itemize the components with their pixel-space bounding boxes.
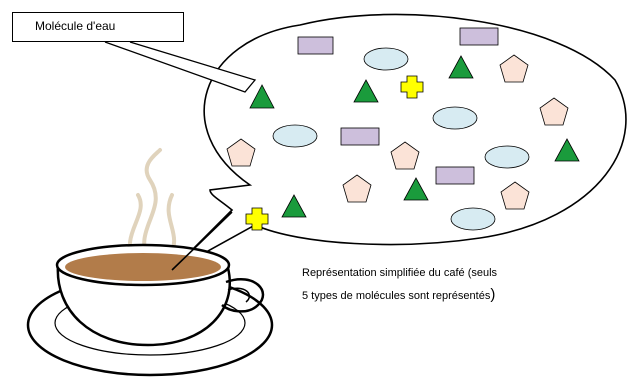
triangle-molecule [249,84,275,109]
rectangle-molecule [459,27,499,46]
rectangle-molecule [297,36,334,55]
water-molecules [249,55,580,218]
ellipse-molecules [272,47,530,231]
water-molecule-label: Molécule d'eau [12,12,184,42]
triangle-molecule [353,79,379,103]
cross-molecules [245,75,424,231]
ellipse-molecule [484,145,530,169]
caption-line-2-text: 5 types de molécules sont représentés [302,290,491,302]
caption-line-1: Représentation simplifiée du café (seuls [302,267,498,279]
ellipse-molecule [363,47,409,71]
pentagon-molecule [390,141,420,170]
caption-line-2: 5 types de molécules sont représentés) [302,284,622,307]
cross-molecule [400,75,424,99]
water-molecule-label-text: Molécule d'eau [35,19,116,33]
ellipse-molecule [450,207,496,231]
triangle-molecule [448,55,474,79]
triangle-molecule [281,194,307,218]
rectangle-molecules [297,27,499,185]
pentagon-molecule [342,174,372,203]
caption-closing-paren: ) [490,286,496,303]
pentagon-molecule [500,181,530,210]
pentagon-molecule [226,138,256,167]
diagram-caption: Représentation simplifiée du café (seuls… [302,262,622,307]
rectangle-molecule [435,166,475,185]
label-pointer [104,41,257,93]
pentagon-molecules [226,54,569,210]
pentagon-molecule [499,54,529,83]
cup [55,243,265,347]
cross-molecule [245,207,269,231]
pentagon-molecule [539,97,569,126]
coffee-surface [65,253,221,281]
triangle-molecule [403,177,429,201]
ellipse-molecule [432,106,478,130]
triangle-molecule [554,138,580,162]
rectangle-molecule [340,127,380,146]
ellipse-molecule [272,124,318,148]
